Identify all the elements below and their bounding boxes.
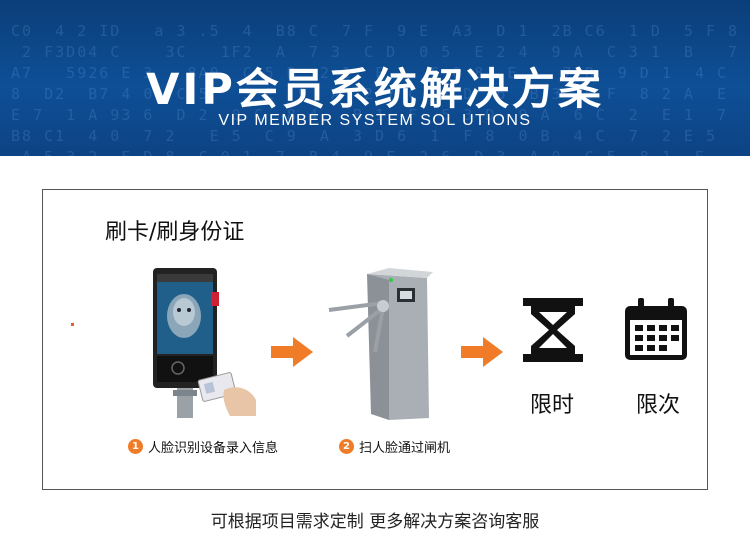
- face-terminal-image: [153, 268, 219, 418]
- step-2: 2 扫人脸通过闸机: [339, 437, 450, 456]
- turnstile-gate-image: [328, 268, 433, 420]
- feature-count-limit-label: 限次: [636, 393, 681, 418]
- arrow-right-icon: [271, 337, 313, 367]
- banner-background-pattern: C0 4 2 ID a 3 .5 4 B8 C 7 F 9 E A3 D 1 2…: [11, 22, 740, 156]
- step-label: 人脸识别设备录入信息: [148, 441, 279, 456]
- decorative-dot: [71, 323, 74, 326]
- step-1: 1 人脸识别设备录入信息: [128, 437, 278, 456]
- id-card-hand-image: [197, 372, 256, 416]
- hourglass-icon: [523, 298, 583, 362]
- calendar-icon: [625, 298, 687, 360]
- section-label: 刷卡/刷身份证: [105, 220, 245, 245]
- arrow-right-icon: [461, 337, 503, 367]
- step-label: 扫人脸通过闸机: [359, 441, 451, 456]
- step-number-badge: 2: [339, 439, 354, 454]
- footer-note: 可根据项目需求定制 更多解决方案咨询客服: [210, 512, 540, 532]
- step-number-badge: 1: [128, 439, 143, 454]
- feature-time-limit-label: 限时: [530, 393, 575, 418]
- header-banner: C0 4 2 ID a 3 .5 4 B8 C 7 F 9 E A3 D 1 2…: [0, 0, 750, 156]
- banner-title: VIP会员系统解决方案: [146, 65, 604, 115]
- banner-subtitle: VIP MEMBER SYSTEM SOL UTIONS: [218, 112, 532, 129]
- flow-panel: 刷卡/刷身份证: [42, 189, 708, 490]
